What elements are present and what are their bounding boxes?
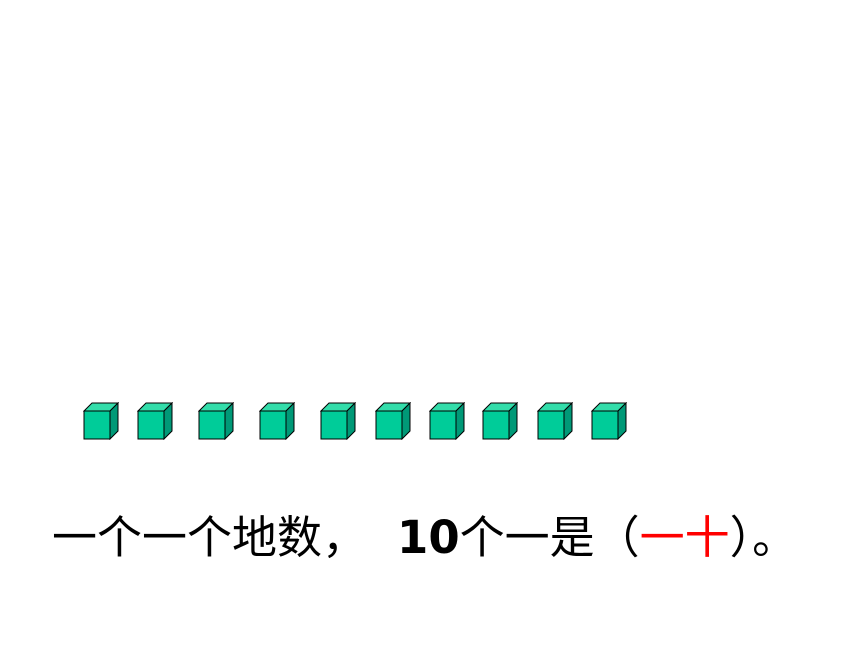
unit-cube — [137, 402, 173, 440]
unit-cube — [429, 402, 465, 440]
sentence-number: 10 — [397, 511, 460, 564]
sentence-part1: 一个一个地数， — [52, 511, 368, 564]
sentence-part3: ）。 — [729, 511, 798, 564]
unit-cube — [591, 402, 627, 440]
sentence-part2: 个一是（ — [459, 511, 640, 564]
unit-cube — [482, 402, 518, 440]
unit-cube — [320, 402, 356, 440]
unit-cube — [83, 402, 119, 440]
unit-cube — [375, 402, 411, 440]
unit-cube — [198, 402, 234, 440]
unit-cube — [537, 402, 573, 440]
counting-sentence: 一个一个地数， 10个一是（一十）。 — [52, 508, 797, 568]
sentence-answer: 一十 — [639, 511, 730, 564]
unit-cube — [259, 402, 295, 440]
